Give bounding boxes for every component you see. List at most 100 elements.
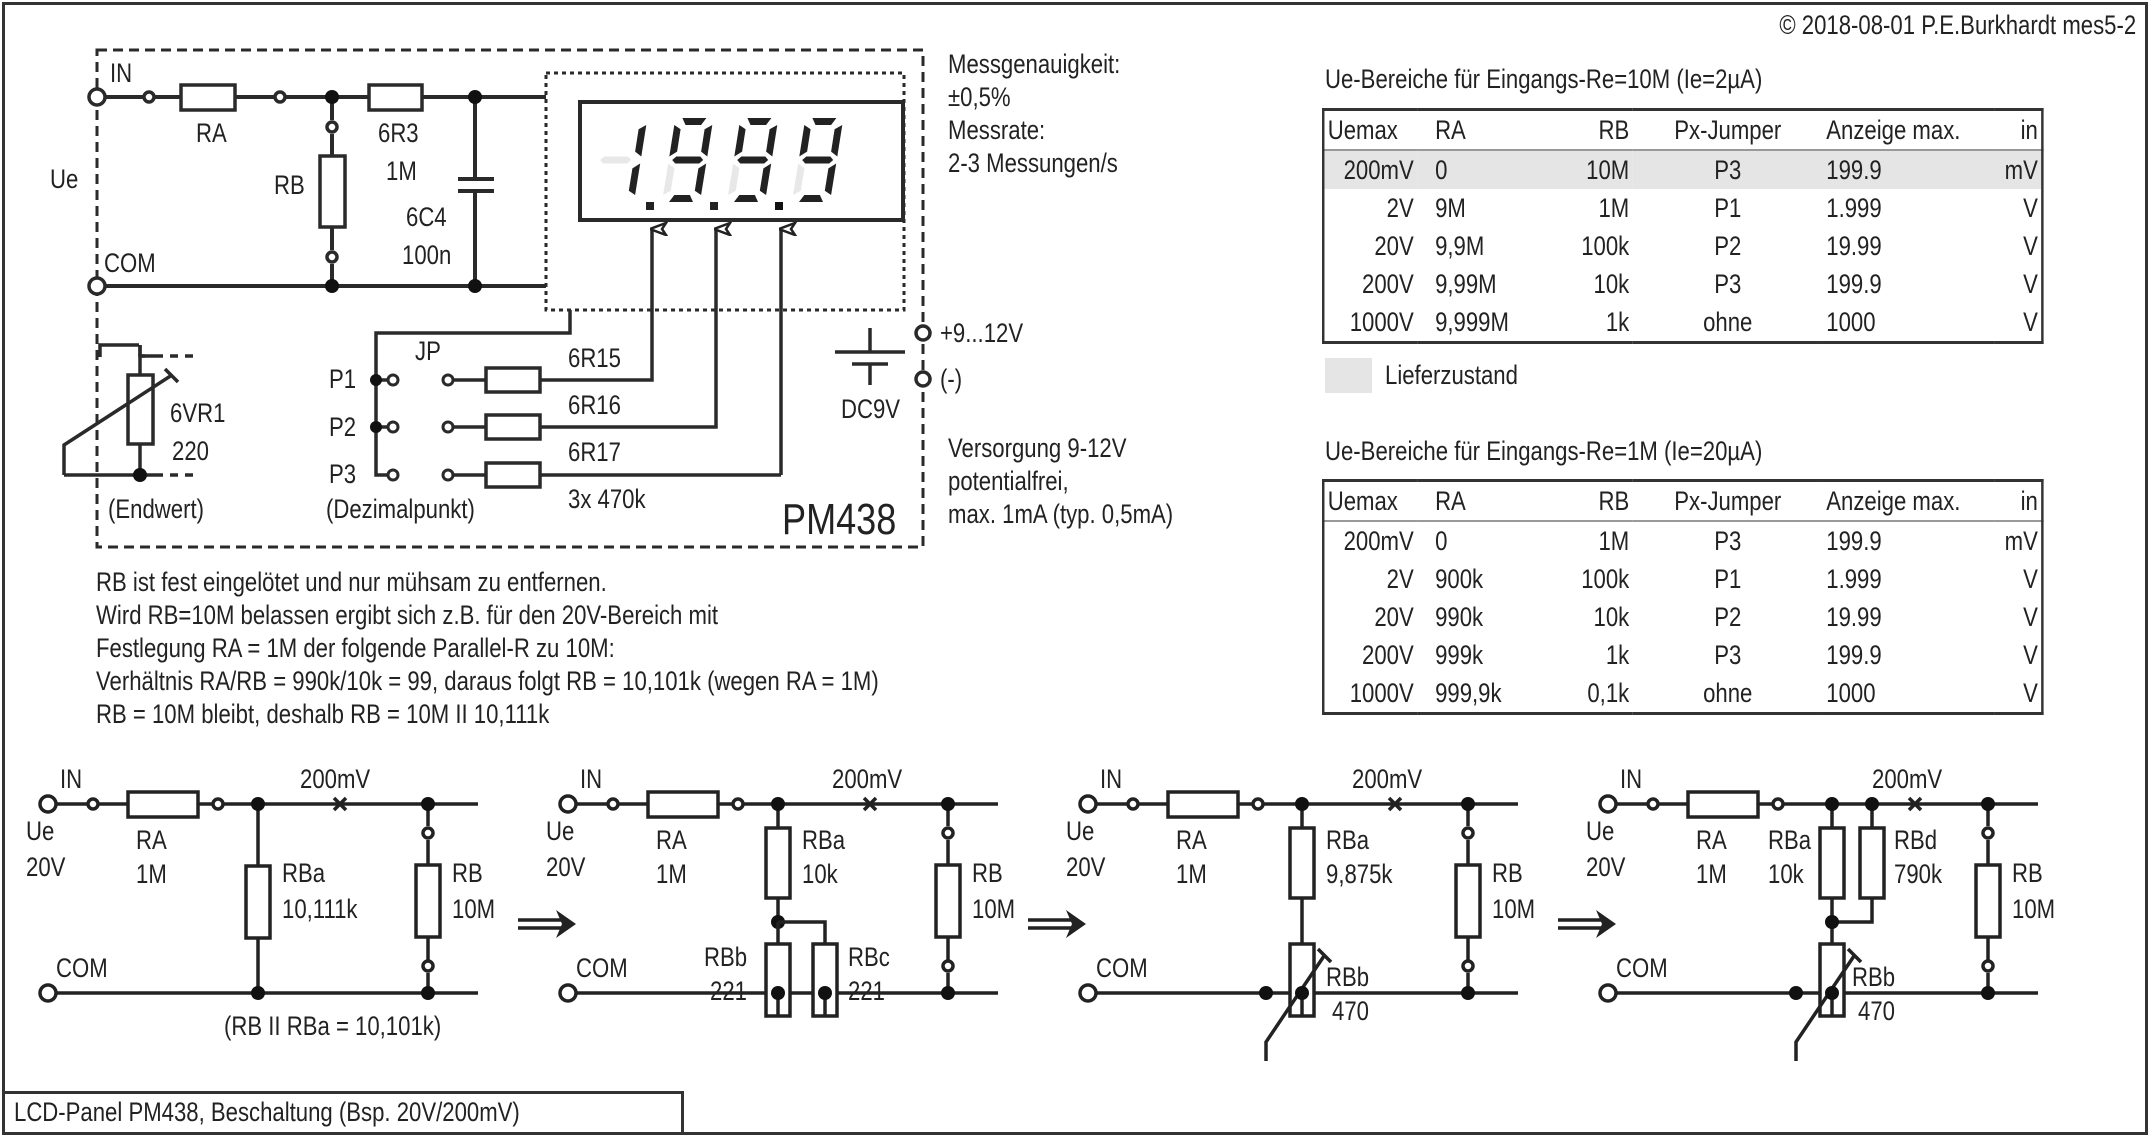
- table-header-row: Uemax RA RB Px-Jumper Anzeige max. in: [1323, 109, 2043, 151]
- label-battery: DC9V: [841, 394, 901, 424]
- cell-rb: 10k: [1593, 602, 1630, 632]
- cell-rb: 100k: [1581, 231, 1630, 261]
- label-6r15: 6R15: [568, 343, 621, 373]
- lcd-digit-4-segment-e: [793, 163, 805, 195]
- lcd-digit-1-segment-c: [628, 163, 641, 195]
- label-in: IN: [1100, 764, 1123, 794]
- label-in: IN: [110, 58, 133, 88]
- cell-anzeige: 199.9: [1822, 150, 1995, 189]
- lcd-digit-2-segment-c: [694, 163, 707, 195]
- cell-px-jumper: P3: [1714, 526, 1742, 556]
- variant-schematic-4: [1558, 790, 2038, 1061]
- variant-schematic-3: [1028, 790, 1518, 1061]
- col-uemax: Uemax: [1323, 109, 1418, 151]
- col-px-jumper: Px-Jumper: [1632, 109, 1823, 151]
- lcd-outline: [544, 71, 906, 312]
- cell-px-jumper: P3: [1714, 269, 1742, 299]
- cell-ra: 900k: [1435, 564, 1484, 594]
- label-6r3: 6R3: [378, 118, 419, 148]
- cell-anzeige: 1000: [1826, 678, 1876, 708]
- label-rba-value: 9,875k: [1326, 859, 1393, 889]
- table-10m-title: Ue-Bereiche für Eingangs-Re=10M (Ie=2µA): [1325, 64, 1763, 94]
- col-anzeige: Anzeige max.: [1822, 109, 1995, 151]
- cell-unit: V: [2023, 269, 2038, 299]
- label-rb: RB: [1492, 858, 1523, 888]
- cell-anzeige: 1000: [1826, 307, 1876, 337]
- label-rb: RB: [972, 858, 1003, 888]
- cell-anzeige: 19.99: [1826, 602, 1882, 632]
- label-rba-value: 10k: [1768, 859, 1804, 889]
- label-rbc: RBc: [848, 942, 890, 972]
- label-com: COM: [56, 953, 108, 983]
- cell-ra: 9,99M: [1435, 269, 1497, 299]
- cell-uemax: 200V: [1362, 269, 1414, 299]
- label-rb-value: 10M: [972, 894, 1016, 924]
- label-rba-value: 10k: [802, 859, 838, 889]
- lcd-digit-4-segment-g: [802, 156, 834, 164]
- label-ra: RA: [196, 118, 227, 148]
- lcd-digit-3-segment-b: [766, 125, 778, 157]
- cell-px-jumper: P2: [1714, 602, 1742, 632]
- label-rbb: RBb: [704, 942, 748, 972]
- cell-anzeige: 1.999: [1826, 193, 1882, 223]
- cell-rb: 10M: [1547, 150, 1633, 189]
- cell-anzeige: 1.999: [1826, 564, 1882, 594]
- lcd-digit-3-segment-g: [737, 156, 769, 164]
- label-rba: RBa: [282, 858, 326, 888]
- label-ue-value: 20V: [546, 852, 586, 882]
- cell-anzeige: 199.9: [1826, 526, 1882, 556]
- label-6vr1-value: 220: [172, 436, 209, 466]
- label-rb-value: 10M: [452, 894, 496, 924]
- legend-label: Lieferzustand: [1385, 360, 1518, 390]
- label-parallel-note: (RB II RBa = 10,101k): [224, 1011, 442, 1041]
- cell-ra: 0: [1435, 526, 1448, 556]
- label-6r17: 6R17: [568, 437, 621, 467]
- cell-px-jumper: P2: [1714, 231, 1742, 261]
- label-rba: RBa: [802, 825, 846, 855]
- cell-uemax: 200mV: [1323, 150, 1418, 189]
- cell-px-jumper: ohne: [1703, 678, 1753, 708]
- label-ue: Ue: [50, 164, 79, 194]
- label-com: COM: [1616, 953, 1668, 983]
- col-anzeige: Anzeige max.: [1822, 480, 1995, 522]
- label-p1: P1: [329, 364, 357, 394]
- cell-unit: V: [2023, 231, 2038, 261]
- label-ra: RA: [1176, 825, 1207, 855]
- cell-uemax: 2V: [1386, 193, 1414, 223]
- label-ue-value: 20V: [1066, 852, 1106, 882]
- lcd-digit-2-segment-d: [669, 195, 693, 202]
- lcd-minus-segment: [600, 156, 632, 164]
- lcd-digit-3-segment-c: [759, 163, 772, 195]
- lcd-digit-4-segment-d: [799, 195, 823, 202]
- lcd-digit-3-segment-f: [734, 125, 746, 157]
- cell-rb: 1M: [1598, 193, 1630, 223]
- lcd-digit-4-segment-c: [824, 163, 837, 195]
- label-ue: Ue: [26, 816, 55, 846]
- notes-text: RB ist fest eingelötet und nur mühsam zu…: [96, 567, 879, 729]
- label-ue-value: 20V: [1586, 852, 1626, 882]
- cell-px-jumper: P3: [1714, 640, 1742, 670]
- label-ra: RA: [1696, 825, 1727, 855]
- cell-unit: V: [2023, 307, 2038, 337]
- label-p3: P3: [329, 459, 357, 489]
- label-rbb: RBb: [1326, 962, 1370, 992]
- lcd-digit-2-segment-e: [663, 163, 675, 195]
- lcd-decimal-point-3: [775, 202, 783, 210]
- table-10m-wrapper: Uemax RA RB Px-Jumper Anzeige max. in 20…: [1322, 108, 2044, 344]
- col-uemax: Uemax: [1323, 480, 1418, 522]
- col-ra: RA: [1417, 480, 1548, 522]
- label-rb: RB: [2012, 858, 2043, 888]
- lcd-digit-4-segment-f: [799, 125, 811, 157]
- cell-px-jumper: P1: [1714, 564, 1742, 594]
- label-rbb-value: 470: [1858, 996, 1895, 1026]
- table-10m: Uemax RA RB Px-Jumper Anzeige max. in 20…: [1322, 108, 2044, 344]
- label-6r16: 6R16: [568, 390, 621, 420]
- label-jp: JP: [415, 336, 441, 366]
